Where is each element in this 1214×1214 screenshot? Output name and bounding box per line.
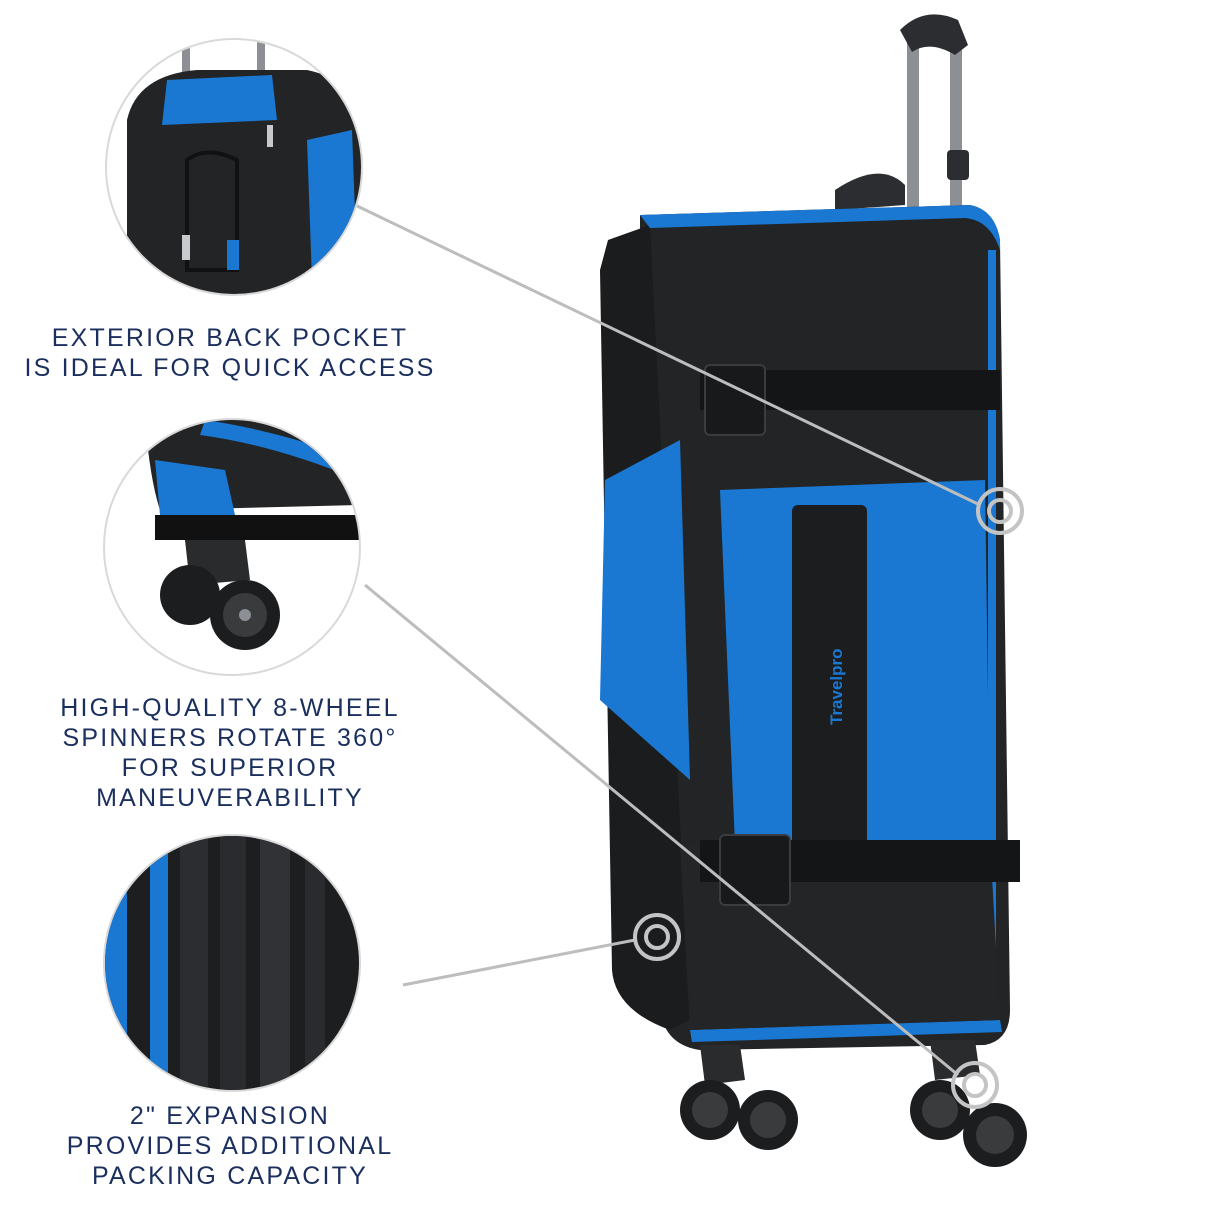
expansion-detail-image xyxy=(105,836,359,1090)
caption-expansion: 2" EXPANSION PROVIDES ADDITIONAL PACKING… xyxy=(0,1101,460,1191)
caption-line: EXTERIOR BACK POCKET xyxy=(51,324,409,352)
callout-marker-wheels xyxy=(951,1061,999,1109)
spinner-wheels-detail-image xyxy=(145,420,359,650)
caption-line: PACKING CAPACITY xyxy=(92,1162,368,1190)
callout-marker-expansion xyxy=(633,913,681,961)
top-handle xyxy=(835,173,905,210)
callout-line-expansion xyxy=(402,938,636,987)
callout-line-back-pocket xyxy=(354,203,981,507)
caption-line: 2" EXPANSION xyxy=(129,1102,331,1130)
detail-circle-expansion xyxy=(103,834,361,1092)
caption-line: MANEUVERABILITY xyxy=(96,784,364,812)
back-pocket-detail-image xyxy=(127,40,361,294)
caption-line: FOR SUPERIOR xyxy=(121,754,339,782)
detail-circle-back-pocket xyxy=(105,38,363,296)
caption-back-pocket: EXTERIOR BACK POCKET IS IDEAL FOR QUICK … xyxy=(0,323,460,383)
caption-line: HIGH-QUALITY 8-WHEEL xyxy=(60,694,400,722)
callout-marker-back-pocket xyxy=(976,487,1024,535)
telescoping-handle xyxy=(900,14,969,240)
caption-spinner-wheels: HIGH-QUALITY 8-WHEEL SPINNERS ROTATE 360… xyxy=(0,693,460,813)
caption-line: PROVIDES ADDITIONAL xyxy=(66,1132,394,1160)
brand-logo: Travelpro xyxy=(827,648,846,725)
compression-strap-bottom xyxy=(700,834,1020,906)
compression-strap-top xyxy=(700,364,1000,436)
detail-circle-spinner-wheels xyxy=(103,418,361,676)
caption-line: IS IDEAL FOR QUICK ACCESS xyxy=(24,354,436,382)
caption-line: SPINNERS ROTATE 360° xyxy=(62,724,398,752)
callout-line-wheels xyxy=(364,583,959,1077)
